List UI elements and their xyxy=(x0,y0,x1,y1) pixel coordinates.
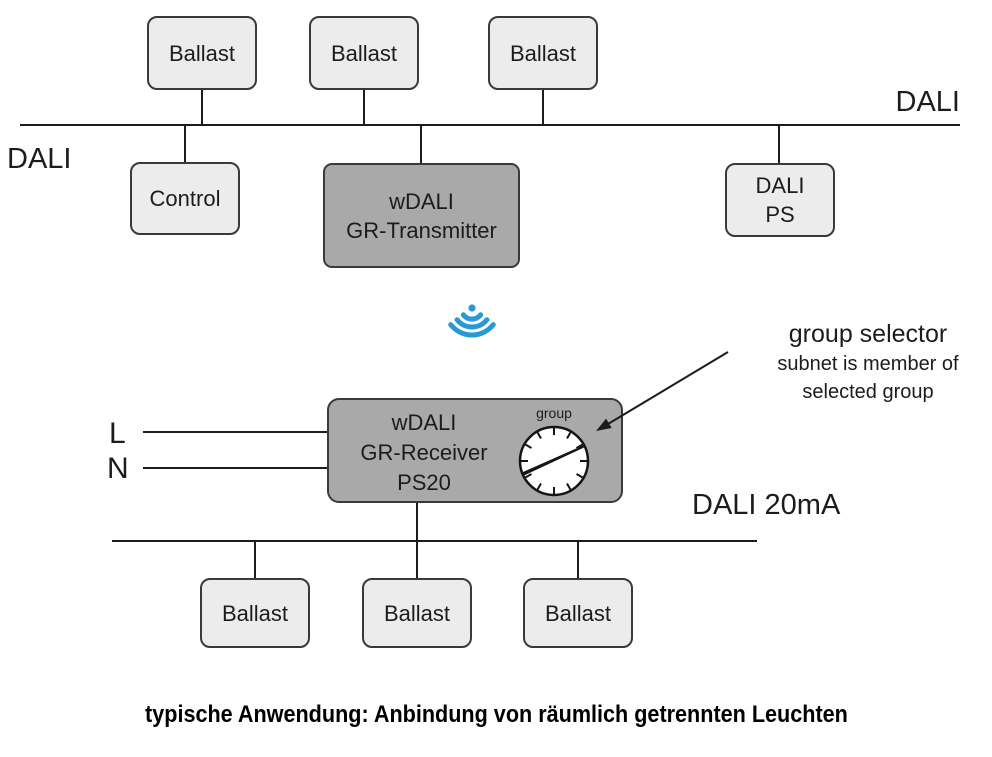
ballast-box-bottom-3: Ballast xyxy=(523,578,633,648)
ballast-box-bottom-1: Ballast xyxy=(200,578,310,648)
gr-transmitter-box: wDALI GR-Transmitter xyxy=(323,163,520,268)
caption-row: typische Anwendung: Anbindung von räumli… xyxy=(0,701,992,729)
dali-20ma-label: DALI 20mA xyxy=(692,489,841,521)
dali-ps-label-line1: DALI xyxy=(755,173,805,198)
connector-line xyxy=(778,125,780,164)
figure-caption: typische Anwendung: Anbindung von räumli… xyxy=(144,701,848,728)
ballast-box-top-3: Ballast xyxy=(488,16,598,90)
connector-line xyxy=(416,503,418,541)
ballast-box-top-2: Ballast xyxy=(309,16,419,90)
connector-line xyxy=(542,89,544,125)
gr-receiver-box: wDALI GR-Receiver PS20 group xyxy=(327,398,623,503)
connector-line xyxy=(201,89,203,125)
annotation-subtitle-2: selected group xyxy=(802,381,934,403)
annotation-arrow-icon xyxy=(596,351,729,431)
wifi-icon xyxy=(448,304,496,338)
group-selector-annotation: group selector subnet is member of selec… xyxy=(745,319,991,406)
ballast-label: Ballast xyxy=(221,600,289,626)
ballast-box-bottom-2: Ballast xyxy=(362,578,472,648)
mains-l-label: L xyxy=(109,417,126,450)
dial-needle xyxy=(523,445,584,476)
connector-line xyxy=(577,542,579,578)
group-selector-dial-icon xyxy=(518,425,590,497)
receiver-label-line2: GR-Receiver xyxy=(360,440,488,465)
annotation-subtitle-1: subnet is member of xyxy=(777,353,959,375)
ballast-label: Ballast xyxy=(383,600,451,626)
dali-bus-line-bottom xyxy=(112,540,757,542)
group-dial-label: group xyxy=(536,405,572,421)
connector-line xyxy=(420,125,422,164)
ballast-box-top-1: Ballast xyxy=(147,16,257,90)
connector-line xyxy=(254,542,256,578)
dali-bus-line-top xyxy=(20,124,960,126)
ballast-label: Ballast xyxy=(330,40,398,66)
dali-ps-label-line2: PS xyxy=(765,202,795,227)
dali-bus-label-left: DALI xyxy=(7,143,72,175)
ballast-label: Ballast xyxy=(509,40,577,66)
mains-l-wire xyxy=(143,431,327,433)
transmitter-label-line1: wDALI xyxy=(389,188,454,214)
control-label: Control xyxy=(149,186,221,211)
ballast-label: Ballast xyxy=(544,600,612,626)
receiver-label-column: wDALI GR-Receiver PS20 xyxy=(335,408,513,498)
control-box: Control xyxy=(130,162,240,235)
connector-line xyxy=(416,542,418,578)
dali-bus-label-right: DALI xyxy=(895,86,960,118)
annotation-title: group selector xyxy=(788,320,948,348)
mains-n-wire xyxy=(143,467,327,469)
connector-line xyxy=(184,125,186,163)
transmitter-label-line2: GR-Transmitter xyxy=(346,217,497,243)
receiver-label-line3: PS20 xyxy=(397,470,451,495)
dali-ps-box: DALI PS xyxy=(725,163,835,237)
ballast-label: Ballast xyxy=(168,40,236,66)
mains-n-label: N xyxy=(107,452,129,485)
connector-line xyxy=(363,89,365,125)
receiver-label-line1: wDALI xyxy=(391,410,457,435)
